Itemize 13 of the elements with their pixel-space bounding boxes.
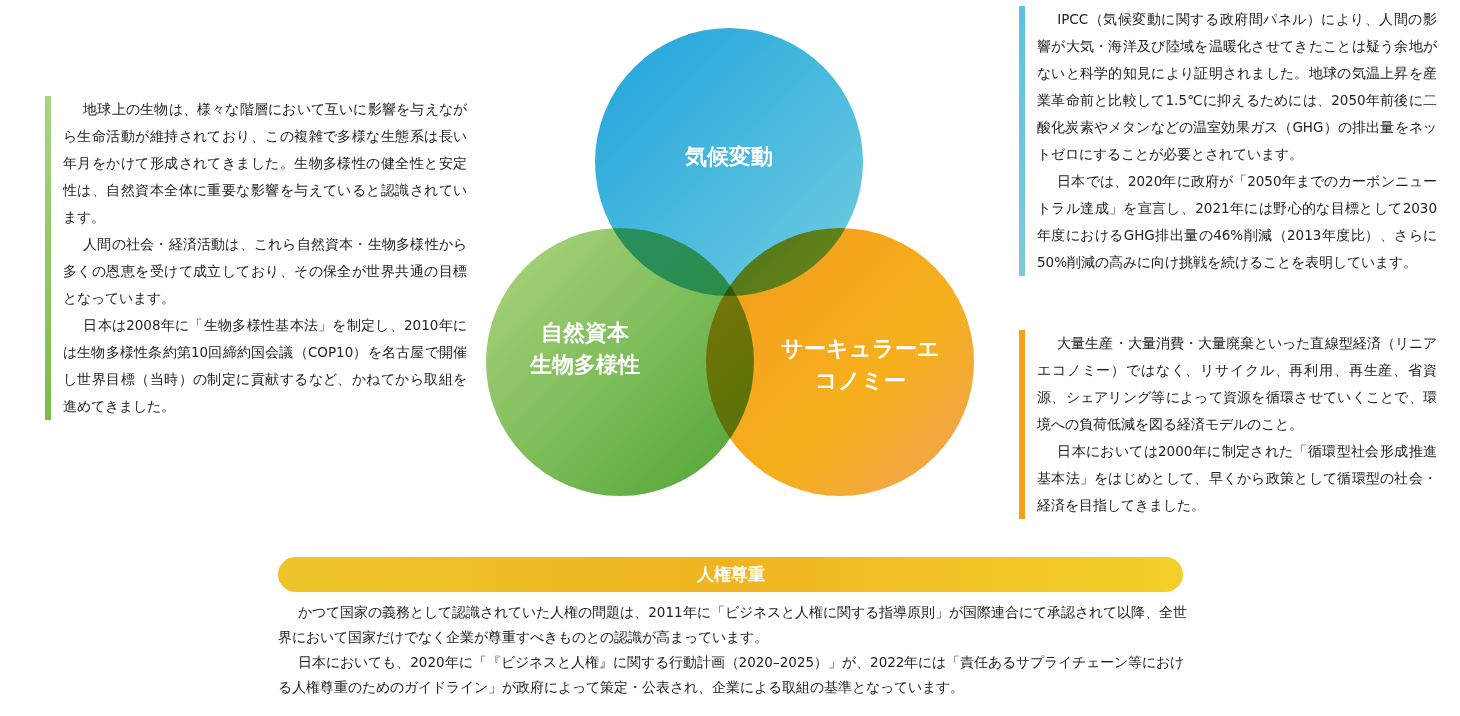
circle-title: 気候変動 (684, 142, 774, 171)
description-paragraph: IPCC（気候変動に関する政府間パネル）により、人間の影響が大気・海洋及び陸域を温暖化させてきたことは疑う余地がないと科学的知見により証明されました。地球の気温上昇を産業革命前と比較して1.5℃に抑えるためには、2050年前後に二酸化炭素やメタンなどの温室効果ガス（GHG）の排出量をネットゼロにすることが必要とされています。 (1037, 10, 1437, 164)
description-paragraph: 地球上の生物は、様々な階層において互いに影響を与えながら生命活動が維持されており、この複雑で多様な生態系は長い年月をかけて形成されてきました。生物多様性の健全性と安定性は、自然資本全体に重要な影響を与えていると認識されています。 (63, 100, 467, 227)
description-paragraph: 大量生産・大量消費・大量廃棄といった直線型経済（リニアエコノミー）ではなく、リサイクル、再利用、再生産、省資源、シェアリング等によって資源を循環させていくことで、環境への負荷低減を図る経済モデルのこと。 (1037, 334, 1437, 434)
description-paragraph: 日本では、2020年に政府が「2050年までのカーボンニュートラル達成」を宣言し、2021年には野心的な目標として2030年度におけるGHG排出量の46%削減（2013年度比）、さらに50%削減の高みに向け挑戦を続けることを表明しています。 (1037, 172, 1437, 272)
description-paragraph: 日本においては2000年に制定された「循環型社会形成推進基本法」をはじめとして、早くから政策として循環型の社会・経済を目指してきました。 (1037, 442, 1437, 515)
heading-banner: 人権尊重 (278, 557, 1183, 592)
circle-title: サーキュラーエコノミー (779, 334, 941, 395)
description-paragraph: 日本においても、2020年に「『ビジネスと人権』に関する行動計画（2020–2025）」が、2022年には「責任あるサプライチェーン等における人権尊重のためのガイドライン」が政府によって策定・公表され、企業による取組の基準となっています。 (278, 653, 1186, 697)
description-paragraph: かつて国家の義務として認識されていた人権の問題は、2011年に「ビジネスと人権に関する指導原則」が国際連合にて承認されて以降、全世界において国家だけでなく企業が尊重すべきものとの認識が高まっています。 (278, 603, 1188, 647)
circle-title: 自然資本 生物多様性 (528, 318, 641, 379)
description-paragraph: 日本は2008年に「生物多様性基本法」を制定し、2010年には生物多様性条約第10回締約国会議（COP10）を名古屋で開催し世界目標（当時）の制定に貢献するなど、かねてから取組を進めてきました。 (63, 316, 467, 416)
description-paragraph: 人間の社会・経済活動は、これら自然資本・生物多様性から多くの恩恵を受けて成立しており、その保全が世界共通の目標となっています。 (63, 235, 467, 308)
